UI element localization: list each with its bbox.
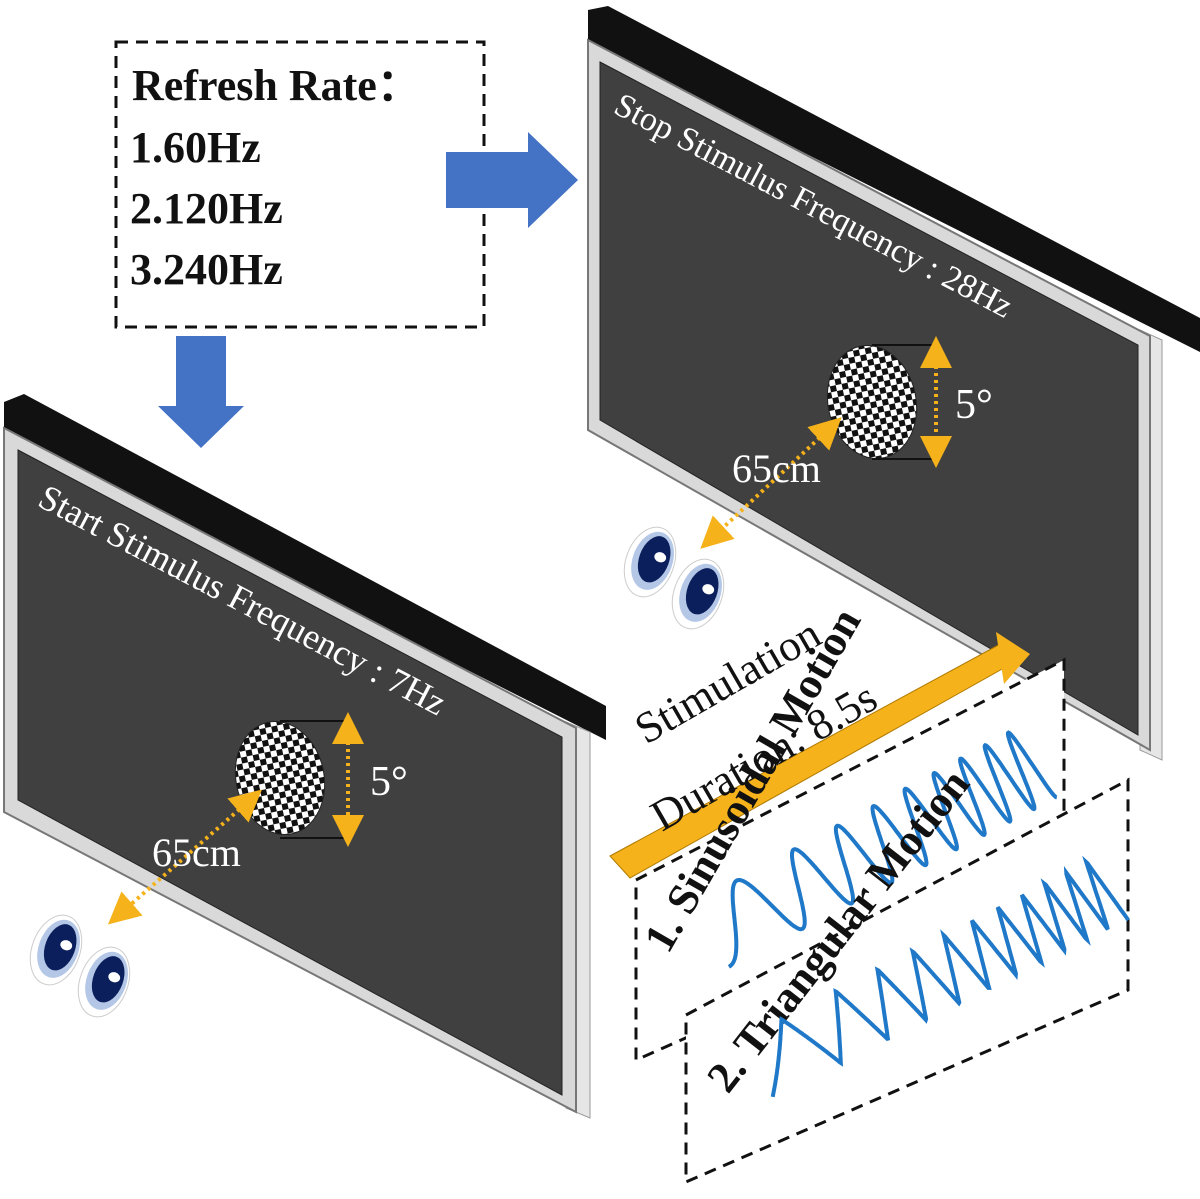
eye-icon xyxy=(671,558,725,630)
start-monitor: Start Stimulus Frequency : 7Hz 5° 65cm xyxy=(3,394,606,1119)
stop-monitor-top-bezel xyxy=(588,6,1200,352)
triangular-wave xyxy=(770,855,1130,1098)
duration-arrow-head-icon xyxy=(996,632,1030,684)
refresh-rate-2: 2.120Hz xyxy=(130,184,283,233)
refresh-rate-title: Refresh Rate： xyxy=(132,61,421,110)
arrow-down-icon xyxy=(158,336,244,448)
sinusoidal-wave xyxy=(727,730,1058,969)
refresh-rate-box: Refresh Rate： 1.60Hz 2.120Hz 3.240Hz xyxy=(114,40,486,329)
viewer-eyes-stop xyxy=(623,526,725,630)
eye-icon xyxy=(29,914,83,986)
eye-icon xyxy=(77,946,131,1018)
stop-monitor: Stop Stimulus Frequency : 28Hz 5° 65cm xyxy=(587,6,1200,761)
viewer-eyes-start xyxy=(29,914,131,1018)
start-angle-label: 5° xyxy=(370,759,408,805)
start-monitor-top-bezel xyxy=(4,394,606,740)
eye-icon xyxy=(623,526,677,598)
refresh-rate-3: 3.240Hz xyxy=(130,245,283,294)
stop-angle-label: 5° xyxy=(955,382,993,428)
stop-distance-label: 65cm xyxy=(732,446,821,491)
stop-distance-arrow xyxy=(700,417,842,549)
refresh-rate-1: 1.60Hz xyxy=(130,123,261,172)
start-distance-label: 65cm xyxy=(152,830,241,875)
stop-checkerboard-stimulus xyxy=(826,345,918,459)
arrow-right-icon xyxy=(446,132,578,228)
start-distance-arrow xyxy=(107,789,263,925)
